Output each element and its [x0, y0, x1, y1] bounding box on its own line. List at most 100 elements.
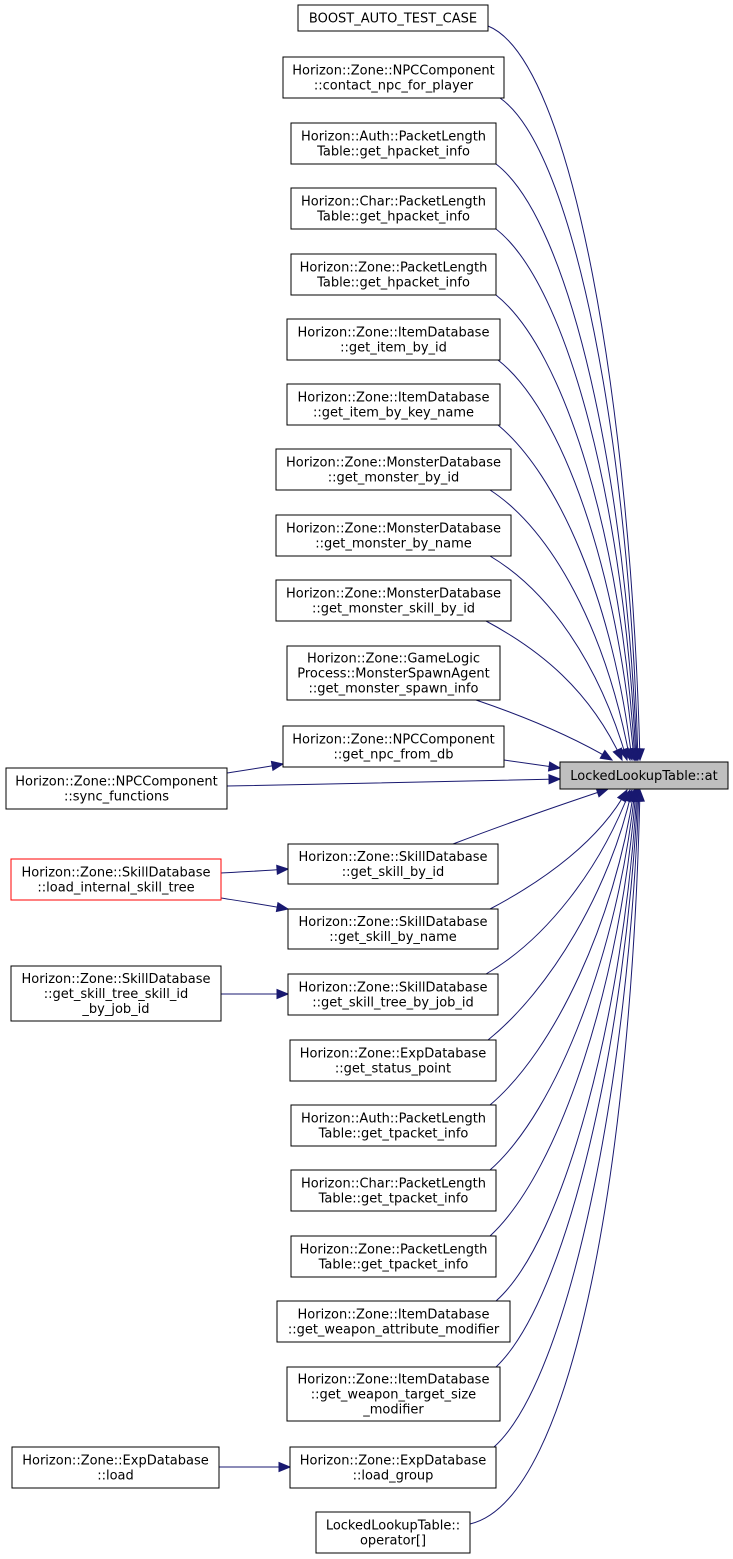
- node-box: [290, 1104, 497, 1147]
- node-label-line: Horizon::Zone::GameLogic: [307, 652, 480, 667]
- call-edge-mon_skill-to-at: [485, 620, 623, 762]
- arrowhead: [275, 901, 290, 913]
- edge-line: [469, 789, 641, 1525]
- node-box: [289, 1039, 497, 1082]
- edge-line: [489, 789, 636, 1171]
- caller-node[interactable]: Horizon::Zone::NPCComponent::get_npc_fro…: [282, 725, 505, 768]
- caller-node[interactable]: Horizon::Char::PacketLengthTable::get_hp…: [290, 187, 497, 230]
- caller-node[interactable]: LockedLookupTable::operator[]: [315, 1511, 471, 1554]
- edge-line: [495, 789, 639, 1368]
- call-edge-spawn-to-at: [475, 699, 614, 761]
- node-label-line: Table::get_tpacket_info: [318, 1127, 469, 1142]
- caller-node[interactable]: Horizon::Zone::MonsterDatabase::get_mons…: [275, 448, 512, 491]
- caller-node[interactable]: Horizon::Zone::SkillDatabase::get_skill_…: [287, 908, 499, 950]
- node-label-line: ::get_skill_by_id: [342, 865, 445, 880]
- node-label-line: ::get_item_by_id: [340, 341, 447, 356]
- caller-node[interactable]: Horizon::Auth::PacketLengthTable::get_hp…: [290, 122, 497, 165]
- caller-node[interactable]: Horizon::Zone::ItemDatabase::get_item_by…: [286, 318, 501, 361]
- node-box: [290, 122, 497, 165]
- caller-node[interactable]: Horizon::Zone::ItemDatabase::get_item_by…: [286, 383, 501, 426]
- caller-node[interactable]: Horizon::Zone::SkillDatabase::get_skill_…: [10, 965, 222, 1022]
- arrowhead: [270, 760, 285, 772]
- call-edge-load_tree-to-skill_by_name: [220, 897, 290, 913]
- edge-line: [226, 778, 561, 787]
- call-edges: [219, 25, 645, 1525]
- node-label-line: Horizon::Auth::PacketLength: [301, 130, 486, 145]
- edge-line: [493, 789, 640, 1448]
- node-label-line: Horizon::Zone::ItemDatabase: [298, 1373, 490, 1388]
- caller-node[interactable]: Horizon::Zone::SkillDatabase::get_skill_…: [287, 973, 499, 1016]
- caller-node[interactable]: Horizon::Zone::GameLogicProcess::Monster…: [286, 645, 501, 701]
- node-label-line: Table::get_hpacket_info: [316, 145, 470, 160]
- node-box: [10, 965, 222, 1022]
- node-label-line: _by_job_id: [81, 1002, 149, 1017]
- node-box: [275, 514, 512, 557]
- node-box: [290, 253, 497, 296]
- caller-node[interactable]: Horizon::Zone::MonsterDatabase::get_mons…: [275, 579, 512, 622]
- node-box: [286, 645, 501, 701]
- call-edge-sync-to-npc_db: [226, 760, 285, 774]
- arrowhead: [547, 761, 562, 772]
- caller-node[interactable]: Horizon::Auth::PacketLengthTable::get_tp…: [290, 1104, 497, 1147]
- node-label-line: Horizon::Zone::NPCComponent: [292, 64, 494, 79]
- arrowhead: [278, 1461, 292, 1473]
- edge-line: [497, 359, 635, 761]
- call-edge-weapon_size-to-at: [495, 788, 643, 1368]
- edge-line: [495, 228, 637, 761]
- node-box: [559, 761, 729, 790]
- node-label-line: Horizon::Zone::SkillDatabase: [299, 850, 488, 865]
- caller-node[interactable]: Horizon::Zone::ItemDatabase::get_weapon_…: [276, 1300, 511, 1343]
- caller-node[interactable]: Horizon::Zone::ExpDatabase::load: [11, 1446, 220, 1489]
- call-edge-zone_tpacket-to-at: [489, 788, 641, 1237]
- caller-node[interactable]: Horizon::Zone::ExpDatabase::load_group: [289, 1446, 497, 1489]
- node-label-line: Horizon::Zone::NPCComponent: [292, 733, 494, 748]
- node-label-line: Horizon::Char::PacketLength: [301, 195, 486, 210]
- node-box: [275, 579, 512, 622]
- node-box: [282, 725, 505, 768]
- node-label-line: Horizon::Zone::ExpDatabase: [300, 1047, 487, 1062]
- caller-node[interactable]: Horizon::Zone::ExpDatabase::get_status_p…: [289, 1039, 497, 1082]
- call-edge-status_point-to-at: [487, 788, 635, 1041]
- caller-node[interactable]: Horizon::Zone::ItemDatabase::get_weapon_…: [286, 1366, 501, 1422]
- node-label-line: ::get_status_point: [335, 1062, 451, 1077]
- node-label-line: Horizon::Zone::SkillDatabase: [22, 866, 211, 881]
- node-label-line: Table::get_hpacket_info: [316, 276, 470, 291]
- node-box: [286, 1366, 501, 1422]
- call-edge-mon_by_name-to-at: [489, 555, 629, 762]
- edge-line: [487, 25, 641, 761]
- node-label-line: ::get_monster_spawn_info: [309, 682, 479, 697]
- node-label-line: Horizon::Zone::ItemDatabase: [298, 1308, 490, 1323]
- node-label-line: ::get_monster_skill_by_id: [312, 602, 475, 617]
- caller-node[interactable]: Horizon::Zone::SkillDatabase::get_skill_…: [287, 843, 499, 885]
- node-label-line: Horizon::Zone::ItemDatabase: [298, 391, 490, 406]
- node-box: [297, 4, 489, 32]
- edge-line: [489, 555, 628, 761]
- node-box: [5, 767, 228, 810]
- node-label-line: Horizon::Zone::SkillDatabase: [299, 981, 488, 996]
- caller-node[interactable]: Horizon::Zone::PacketLengthTable::get_tp…: [290, 1235, 497, 1278]
- caller-node[interactable]: Horizon::Zone::NPCComponent::sync_functi…: [5, 767, 228, 810]
- node-box: [287, 973, 499, 1016]
- node-label-line: BOOST_AUTO_TEST_CASE: [309, 12, 477, 27]
- caller-node[interactable]: Horizon::Zone::SkillDatabase::load_inter…: [10, 858, 222, 901]
- node-box: [290, 1169, 497, 1212]
- caller-node[interactable]: Horizon::Zone::MonsterDatabase::get_mons…: [275, 514, 512, 557]
- node-label-line: Horizon::Zone::SkillDatabase: [22, 972, 211, 987]
- node-label-line: Horizon::Zone::NPCComponent: [15, 775, 217, 790]
- node-label-line: ::sync_functions: [64, 790, 169, 805]
- node-box: [282, 56, 505, 99]
- call-edge-auth_tpacket-to-at: [489, 788, 638, 1106]
- node-label-line: Process::MonsterSpawnAgent: [297, 667, 490, 682]
- caller-node[interactable]: Horizon::Char::PacketLengthTable::get_tp…: [290, 1169, 497, 1212]
- node-box: [10, 858, 222, 901]
- focus-node[interactable]: LockedLookupTable::at: [559, 761, 729, 790]
- node-label-line: ::get_weapon_target_size: [311, 1388, 476, 1403]
- caller-node[interactable]: Horizon::Zone::NPCComponent::contact_npc…: [282, 56, 505, 99]
- edge-line: [489, 789, 635, 1106]
- node-label-line: ::get_item_by_key_name: [313, 406, 474, 421]
- edge-line: [495, 163, 638, 761]
- arrowhead: [612, 747, 623, 762]
- caller-node[interactable]: Horizon::Zone::PacketLengthTable::get_hp…: [290, 253, 497, 296]
- caller-node[interactable]: BOOST_AUTO_TEST_CASE: [297, 4, 489, 32]
